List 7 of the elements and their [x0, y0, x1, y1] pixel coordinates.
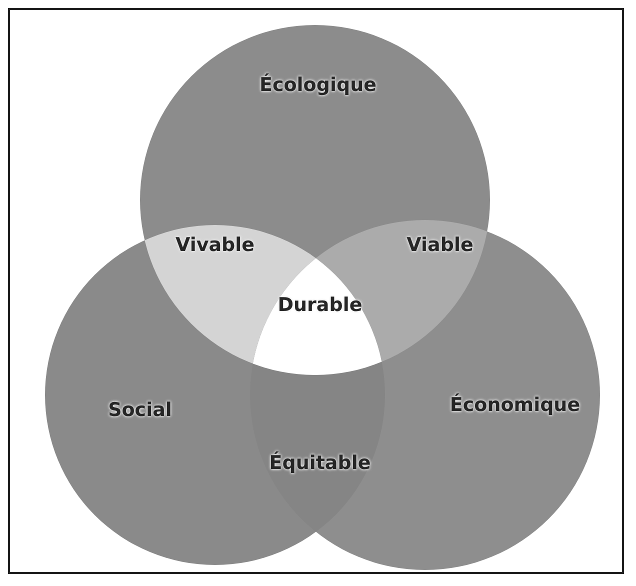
region-label: Économique	[450, 394, 580, 416]
region-label: Équitable	[269, 452, 371, 474]
region-label: Social	[108, 399, 172, 421]
region-label: Écologique	[260, 74, 376, 96]
region-label: Durable	[278, 294, 362, 316]
region-label: Vivable	[175, 234, 255, 256]
region-label: Viable	[406, 234, 474, 256]
